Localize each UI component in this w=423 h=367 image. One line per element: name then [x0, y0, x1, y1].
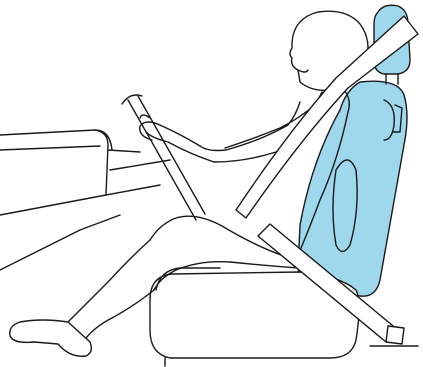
- steering-wheel: [110, 95, 205, 220]
- belt-anchor: [386, 326, 404, 344]
- dashboard: [0, 130, 160, 270]
